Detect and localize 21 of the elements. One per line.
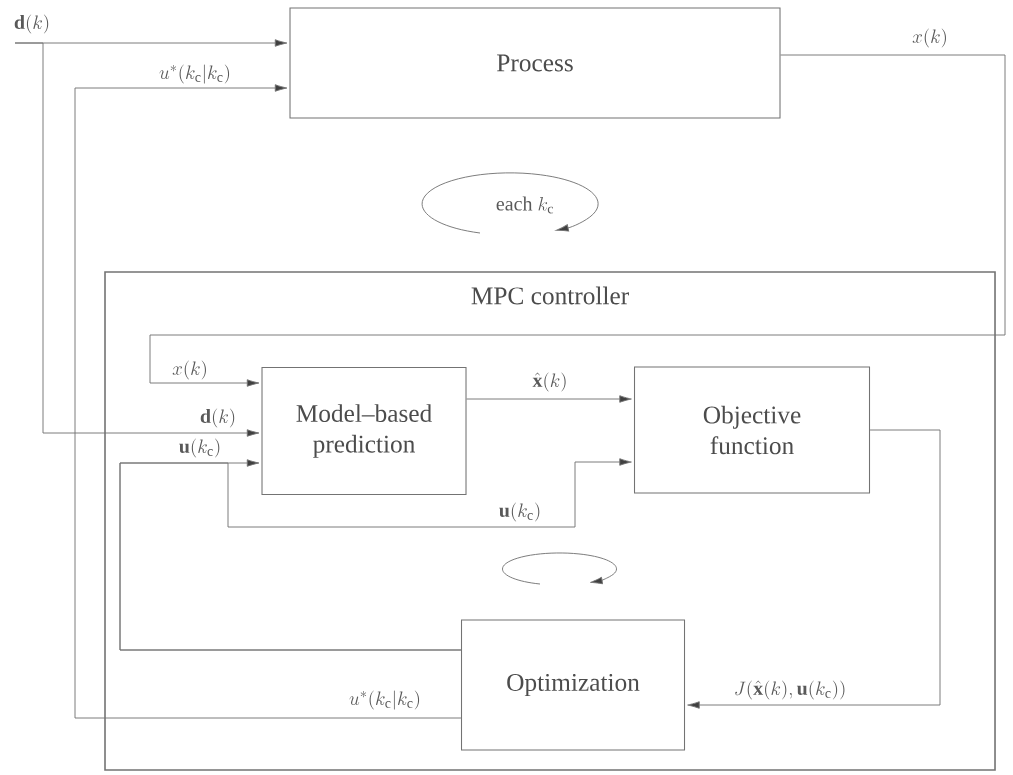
edge-label: $\mathbf{d}(k)$: [14, 14, 49, 34]
arrow: [149, 54, 1006, 387]
arrow: [687, 429, 941, 709]
arrow: [466, 395, 632, 403]
edge-label: $\mathbf{u}(k_{\mathrm{c}})$: [499, 502, 540, 522]
arrow: [14, 42, 260, 437]
process-box: Optimization: [460, 619, 686, 751]
edge-label: $\mathbf{u}(k_{\mathrm{c}})$: [179, 438, 220, 458]
process-box: Objective function: [633, 366, 871, 494]
edge-label: $x(k)$: [912, 28, 946, 48]
process-box: Process: [289, 7, 781, 119]
signal-label: $\mbox{each }k_{\mathrm{c}}$: [496, 196, 554, 214]
signal-label: $u^{*}(k_{\mathrm{c}}|k_{\mathrm{c}})$: [349, 690, 420, 710]
arrow: [74, 84, 462, 719]
edge-label: $J(\hat{\mathbf{x}}(k),\mathbf{u}(k_{\mathrm{c}}))$: [735, 680, 845, 700]
edge-label: $u^{*}(k_{\mathrm{c}}|k_{\mathrm{c}})$: [159, 64, 230, 84]
edge-label: $\mathbf{d}(k)$: [200, 408, 235, 428]
edge-label: $\hat{\mathbf{x}}(k)$: [532, 372, 566, 392]
signal-label: $x(k)$: [172, 360, 206, 380]
process-box: Model–based prediction: [261, 366, 467, 496]
arrow: [119, 458, 632, 651]
